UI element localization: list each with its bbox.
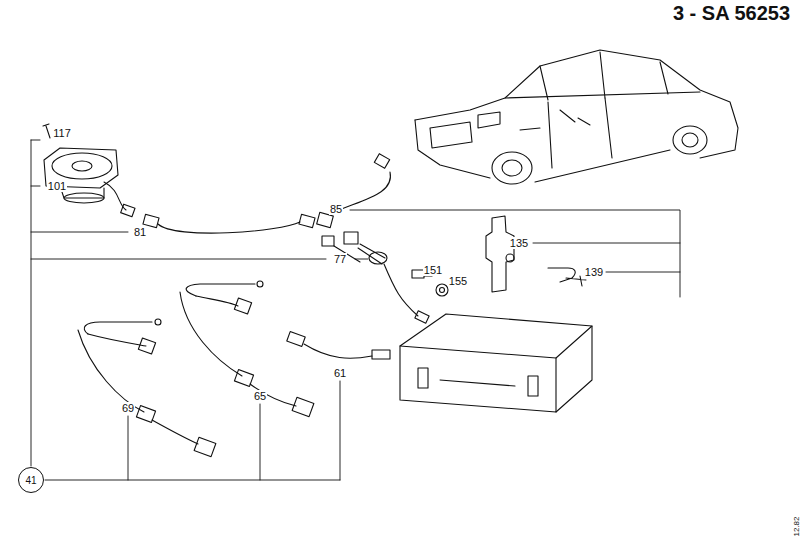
callout-number: 151 [423, 264, 443, 276]
circled-number: 41 [18, 467, 44, 493]
callout-number: 85 [329, 203, 343, 215]
callout-number: 81 [133, 226, 147, 238]
harness-sketch [78, 281, 390, 457]
callout-number: 61 [333, 367, 347, 379]
callout-number: 69 [121, 402, 135, 414]
date-code: 12.82 [791, 516, 800, 536]
callout-number: 77 [333, 253, 347, 265]
callout-number: 65 [253, 390, 267, 402]
leader-lines [31, 140, 680, 480]
sheet-title: 3 - SA 56253 [673, 2, 790, 25]
callout-number: 117 [52, 127, 72, 139]
radio-sketch [400, 314, 592, 412]
callout-number: 41 [25, 475, 36, 486]
cable-sketch [143, 154, 429, 323]
car-sketch [415, 50, 738, 184]
speaker-sketch [43, 124, 135, 217]
bracket-sketch [412, 216, 586, 296]
callout-number: 135 [509, 237, 529, 249]
callout-number: 139 [584, 266, 604, 278]
callout-number: 155 [448, 275, 468, 287]
callout-number: 101 [47, 180, 67, 192]
